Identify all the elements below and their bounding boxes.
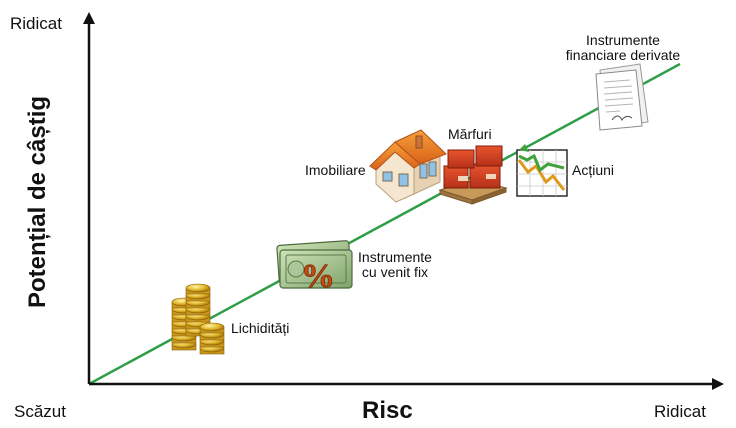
cargo-pallet-icon xyxy=(438,145,508,205)
item-label-line: cu venit fix xyxy=(361,264,429,280)
y-axis-title: Potențial de câștig xyxy=(24,95,51,309)
money-percent-icon: % xyxy=(276,240,353,295)
item-label-line: financiare derivate xyxy=(565,47,681,63)
x-axis-title: Risc xyxy=(362,397,413,424)
svg-text:%: % xyxy=(301,258,335,295)
y-axis xyxy=(83,12,95,384)
item-label-fixed-income: Instrumente cu venit fix xyxy=(352,250,438,280)
item-label-line: Acțiuni xyxy=(572,162,615,178)
item-label-line: Imobiliare xyxy=(305,162,366,178)
contract-document-icon xyxy=(595,63,649,131)
stock-chart-icon xyxy=(516,144,568,197)
house-icon xyxy=(369,129,447,203)
y-axis-top-label: Ridicat xyxy=(10,14,62,33)
item-label-line: Mărfuri xyxy=(448,126,492,142)
y-axis-arrow-icon xyxy=(83,12,95,24)
item-label-real-estate: Imobiliare xyxy=(305,163,366,178)
coin-stack-icon xyxy=(171,283,225,355)
x-axis xyxy=(89,378,724,390)
item-label-derivatives: Instrumente financiare derivate xyxy=(548,33,698,63)
item-label-commodities: Mărfuri xyxy=(448,127,492,142)
x-axis-arrow-icon xyxy=(712,378,724,390)
x-axis-right-label: Ridicat xyxy=(654,402,706,421)
x-axis-left-label: Scăzut xyxy=(14,402,66,421)
item-label-liquidity: Lichidități xyxy=(231,321,289,336)
item-label-line: Lichidități xyxy=(231,320,290,336)
item-label-stocks: Acțiuni xyxy=(572,163,614,178)
item-label-line: Instrumente xyxy=(358,249,432,265)
item-label-line: Instrumente xyxy=(586,32,660,48)
